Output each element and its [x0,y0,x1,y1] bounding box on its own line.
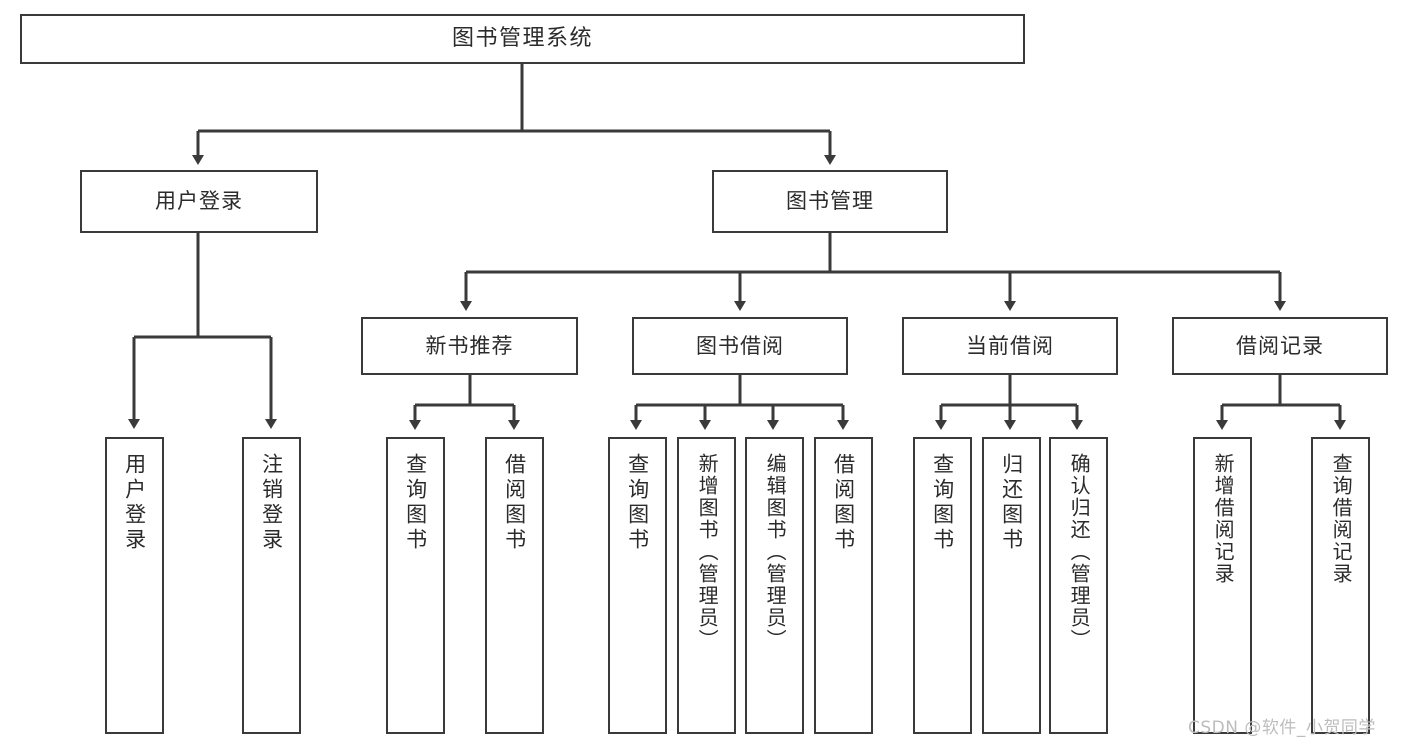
node-label: 借阅图书 [502,453,527,553]
leaf-record-add-record[interactable]: 新增借阅记录 [1193,437,1252,734]
leaf-new-book-query[interactable]: 查询图书 [386,437,445,734]
node-current-borrow[interactable]: 当前借阅 [902,317,1118,375]
leaf-borrow-edit-book-admin[interactable]: 编辑图书（管理员） [745,437,804,734]
node-label: 确认归还（管理员） [1067,453,1092,651]
node-label: 查询图书 [930,453,955,553]
node-label: 新书推荐 [425,333,514,358]
node-label: 新增图书（管理员） [695,453,720,651]
node-root-system[interactable]: 图书管理系统 [20,14,1025,64]
leaf-current-return-book[interactable]: 归还图书 [982,437,1041,734]
node-borrow-record[interactable]: 借阅记录 [1172,317,1388,375]
leaf-current-query-book[interactable]: 查询图书 [913,437,972,734]
csdn-watermark: CSDN @软件_小贺同学 [1188,718,1376,738]
node-new-book-recommend[interactable]: 新书推荐 [361,317,578,375]
leaf-new-book-borrow[interactable]: 借阅图书 [485,437,544,734]
node-label: 当前借阅 [966,333,1054,358]
node-label: 归还图书 [999,453,1024,553]
leaf-borrow-borrow-book[interactable]: 借阅图书 [814,437,873,734]
leaf-user-login-logout[interactable]: 注销登录 [242,437,301,734]
leaf-user-login-login[interactable]: 用户登录 [105,437,164,734]
node-label: 新增借阅记录 [1211,453,1236,585]
leaf-borrow-add-book-admin[interactable]: 新增图书（管理员） [677,437,736,734]
node-label: 注销登录 [259,453,284,553]
node-label: 图书管理系统 [451,26,593,52]
node-label: 查询图书 [403,453,428,553]
node-label: 借阅记录 [1236,333,1324,358]
node-label: 借阅图书 [831,453,856,553]
node-book-borrow[interactable]: 图书借阅 [632,317,848,375]
node-user-login[interactable]: 用户登录 [80,170,318,233]
node-label: 图书借阅 [696,333,784,358]
leaf-record-query-record[interactable]: 查询借阅记录 [1311,437,1370,734]
node-label: 查询借阅记录 [1329,453,1354,585]
node-label: 编辑图书（管理员） [763,453,788,651]
leaf-borrow-query-book[interactable]: 查询图书 [608,437,667,734]
node-label: 图书管理 [786,189,874,214]
node-label: 用户登录 [155,189,243,214]
leaf-current-confirm-return-admin[interactable]: 确认归还（管理员） [1049,437,1108,734]
node-label: 查询图书 [625,453,650,553]
node-book-management[interactable]: 图书管理 [712,170,948,233]
node-label: 用户登录 [122,453,147,553]
